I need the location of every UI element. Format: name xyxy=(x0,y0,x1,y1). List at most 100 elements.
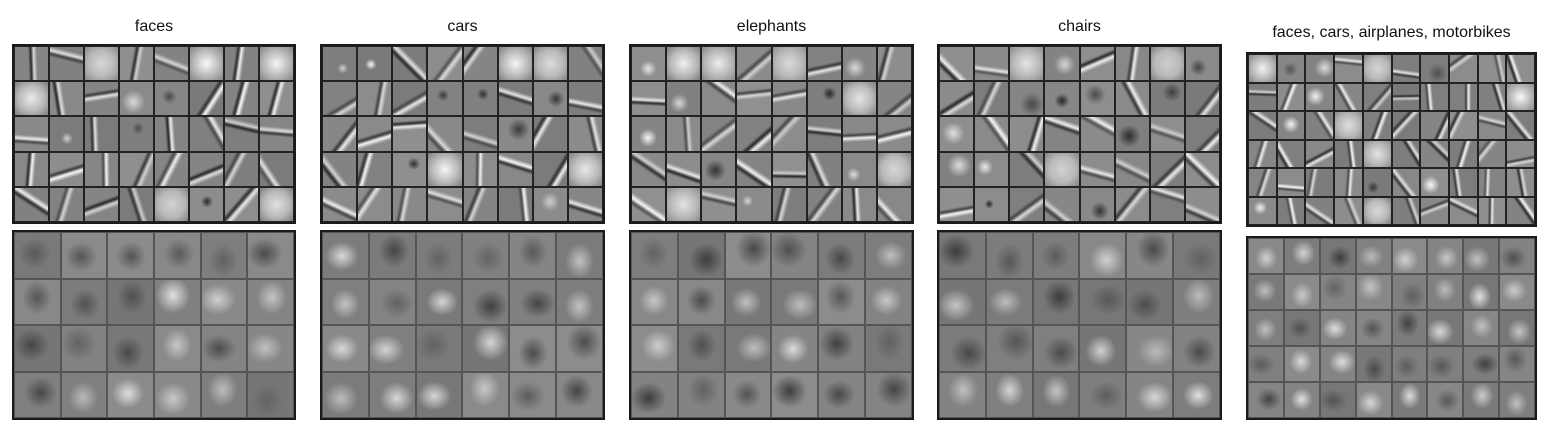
basis-cell xyxy=(1477,82,1507,111)
basis-cell xyxy=(322,151,358,187)
object-part-cell xyxy=(368,278,416,325)
basis-cell xyxy=(14,81,49,117)
object-part-cell xyxy=(631,371,678,418)
basis-cell xyxy=(1334,111,1363,140)
object-part-cell xyxy=(368,232,416,279)
object-part-cell xyxy=(60,371,108,418)
basis-cell xyxy=(1276,139,1306,168)
basis-cell xyxy=(259,81,294,117)
basis-cell xyxy=(224,151,259,187)
basis-cell xyxy=(701,116,737,152)
basis-cell xyxy=(1079,81,1115,117)
basis-cell xyxy=(119,186,154,222)
object-part-cell xyxy=(154,232,201,279)
basis-cell xyxy=(841,116,877,152)
object-part-cell xyxy=(1079,232,1127,279)
basis-cell xyxy=(497,186,533,222)
basis-cell xyxy=(1009,186,1045,222)
object-part-cell xyxy=(1032,325,1080,372)
object-part-cell xyxy=(1173,232,1220,279)
basis-cell xyxy=(736,151,772,187)
object-part-cell xyxy=(818,371,866,418)
object-part-cell xyxy=(1355,310,1392,346)
basis-cell xyxy=(322,81,358,117)
basis-cell xyxy=(631,81,667,117)
object-part-cell xyxy=(985,325,1033,372)
basis-cell xyxy=(154,46,189,82)
basis-cell xyxy=(322,186,358,222)
object-part-cell xyxy=(1173,325,1220,372)
basis-cell xyxy=(1334,168,1363,197)
basis-cell xyxy=(1448,139,1478,168)
basis-cell xyxy=(1276,111,1306,140)
object-part-cell xyxy=(14,232,61,279)
basis-cell xyxy=(1079,186,1115,222)
object-part-cell xyxy=(724,232,772,279)
basis-cell xyxy=(357,46,393,82)
basis-cell xyxy=(1305,54,1335,83)
basis-cell xyxy=(666,186,702,222)
basis-cell xyxy=(497,81,533,117)
basis-cell xyxy=(392,151,428,187)
basis-cell xyxy=(841,81,877,117)
basis-cell xyxy=(771,116,807,152)
basis-cell xyxy=(974,46,1010,82)
basis-cell xyxy=(666,46,702,82)
basis-cell xyxy=(1149,151,1185,187)
object-part-cell xyxy=(368,325,416,372)
object-part-cell xyxy=(322,325,369,372)
basis-cell xyxy=(259,46,294,82)
basis-cell xyxy=(806,151,842,187)
basis-cell xyxy=(357,116,393,152)
basis-cell xyxy=(1391,111,1421,140)
second-layer-bases-grid xyxy=(320,230,605,420)
object-part-cell xyxy=(462,278,510,325)
object-part-cell xyxy=(1391,382,1428,418)
object-part-cell xyxy=(1499,274,1535,310)
basis-cell xyxy=(1391,139,1421,168)
basis-cell xyxy=(427,116,463,152)
basis-cell xyxy=(736,81,772,117)
basis-cell xyxy=(14,46,49,82)
object-part-cell xyxy=(1248,238,1284,274)
basis-cell xyxy=(631,151,667,187)
object-part-cell xyxy=(322,232,369,279)
object-part-cell xyxy=(556,325,603,372)
object-part-cell xyxy=(631,232,678,279)
object-part-cell xyxy=(415,278,463,325)
basis-cell xyxy=(1391,196,1421,225)
basis-cell xyxy=(322,46,358,82)
object-part-cell xyxy=(154,371,201,418)
basis-cell xyxy=(427,46,463,82)
object-part-cell xyxy=(1391,274,1428,310)
basis-cell xyxy=(1079,151,1115,187)
basis-cell xyxy=(497,151,533,187)
basis-cell xyxy=(84,46,119,82)
object-part-cell xyxy=(939,371,986,418)
object-part-cell xyxy=(724,278,772,325)
basis-cell xyxy=(1448,82,1478,111)
basis-cell xyxy=(1448,168,1478,197)
basis-cell xyxy=(119,151,154,187)
object-part-cell xyxy=(1032,278,1080,325)
basis-cell xyxy=(392,46,428,82)
object-part-cell xyxy=(60,232,108,279)
basis-cell xyxy=(841,46,877,82)
object-part-cell xyxy=(462,325,510,372)
basis-cell xyxy=(1391,82,1421,111)
basis-cell xyxy=(1420,111,1449,140)
object-part-cell xyxy=(1391,238,1428,274)
basis-cell xyxy=(701,81,737,117)
object-part-cell xyxy=(631,278,678,325)
basis-cell xyxy=(1506,111,1535,140)
object-part-cell xyxy=(771,232,819,279)
basis-cell xyxy=(876,151,912,187)
object-part-cell xyxy=(415,371,463,418)
basis-cell xyxy=(154,81,189,117)
basis-cell xyxy=(771,81,807,117)
basis-cell xyxy=(1149,81,1185,117)
basis-cell xyxy=(1305,168,1335,197)
basis-cell xyxy=(1114,46,1150,82)
basis-cell xyxy=(1448,196,1478,225)
object-part-cell xyxy=(107,325,154,372)
